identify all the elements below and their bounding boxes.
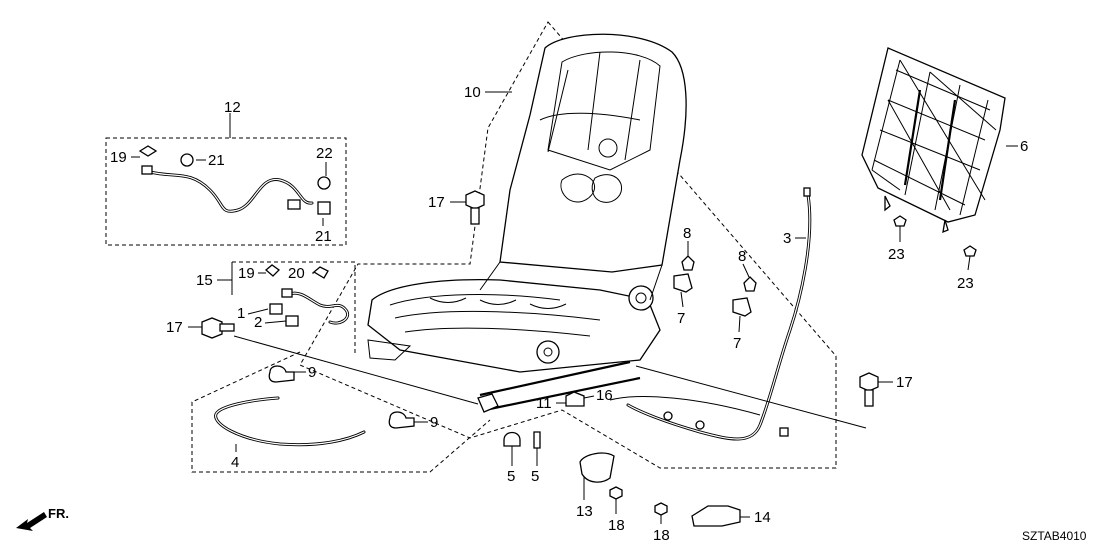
group-10-boundary (299, 21, 837, 469)
callout-18: 18 (608, 517, 625, 534)
rod-4 (214, 396, 366, 447)
callout-17: 17 (896, 374, 913, 391)
bolt-17c (859, 372, 879, 407)
bracket-11-16 (565, 391, 585, 407)
diagram-code: SZTAB4010 (1022, 529, 1087, 543)
callout-12: 12 (224, 99, 241, 116)
clip-5a (503, 431, 521, 447)
callout-8: 8 (738, 248, 746, 265)
harness-12 (138, 145, 331, 215)
callout-10: 10 (464, 84, 481, 101)
front-direction-arrow: FR. (16, 506, 69, 531)
cable-3 (609, 187, 812, 441)
callout-3: 3 (783, 230, 791, 247)
callout-18: 18 (653, 527, 670, 544)
screw-18b (654, 502, 668, 516)
callout-6: 6 (1020, 138, 1028, 155)
clip-9a (268, 365, 295, 383)
clip-23a (893, 215, 907, 227)
callout-19: 19 (238, 265, 255, 282)
clip-8b (743, 276, 757, 292)
callout-9: 9 (430, 414, 438, 431)
clip-9b (388, 411, 415, 429)
callout-13: 13 (576, 503, 593, 520)
callout-11: 11 (536, 395, 552, 412)
callout-17: 17 (166, 319, 183, 336)
callout-16: 16 (596, 387, 613, 404)
group-4-boundary (191, 351, 491, 473)
callout-9: 9 (308, 364, 316, 381)
callout-14: 14 (754, 509, 771, 526)
callout-5: 5 (507, 468, 515, 485)
cover-13 (579, 452, 615, 483)
clip-23b (963, 245, 977, 257)
clip-8a (681, 255, 695, 271)
callout-22: 22 (316, 145, 333, 162)
callout-23: 23 (888, 246, 905, 263)
clip-5b (533, 431, 541, 449)
holder-7a (673, 273, 693, 293)
callout-20: 20 (288, 265, 305, 282)
callout-23: 23 (957, 275, 974, 292)
callout-1: 1 (237, 305, 245, 322)
seat-frame-10 (367, 33, 687, 413)
leader-lines (131, 91, 1018, 524)
callout-21: 21 (208, 152, 225, 169)
callout-labels: 12 19 21 22 21 10 6 3 17 15 19 20 1 2 17… (110, 84, 1028, 544)
group-12-boundary (105, 137, 347, 246)
callout-21: 21 (315, 228, 332, 245)
callout-15: 15 (196, 272, 213, 289)
callout-19: 19 (110, 149, 127, 166)
bolt-17b (201, 317, 235, 339)
callout-7: 7 (677, 310, 685, 327)
callout-7: 7 (733, 335, 741, 352)
bolt-17a (465, 190, 485, 225)
bracket-14 (691, 505, 741, 527)
callout-17: 17 (428, 194, 445, 211)
screw-18a (609, 486, 623, 500)
harness-15 (264, 264, 349, 327)
callout-5: 5 (531, 468, 539, 485)
callout-8: 8 (683, 225, 691, 242)
callout-2: 2 (254, 314, 262, 331)
callout-4: 4 (231, 454, 239, 471)
back-panel-6 (861, 47, 1006, 234)
group-15-boundary (232, 261, 356, 355)
front-direction-label: FR. (48, 506, 69, 521)
holder-7b (732, 297, 752, 317)
